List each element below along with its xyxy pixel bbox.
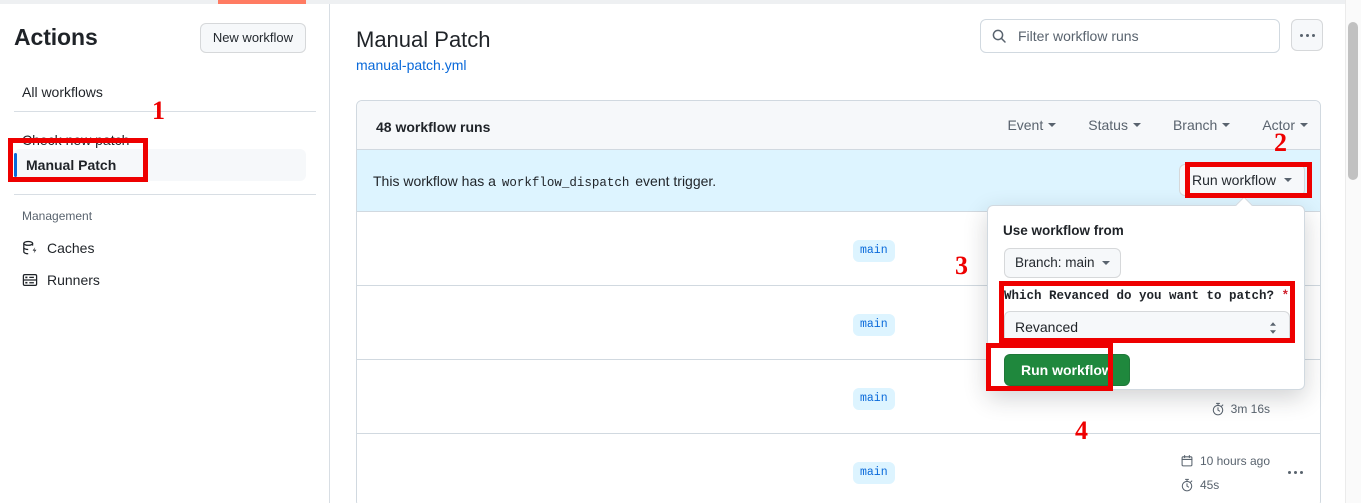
workflow-dispatch-text: This workflow has a workflow_dispatch ev… bbox=[373, 171, 716, 193]
workflow-runs-header: 48 workflow runs Event Status Branch bbox=[357, 101, 1320, 150]
dispatch-text-before: This workflow has a bbox=[373, 173, 496, 189]
page-scrollbar-track[interactable] bbox=[1345, 0, 1361, 503]
chevron-down-icon bbox=[1132, 123, 1141, 127]
sidebar-item-caches[interactable]: Caches bbox=[22, 237, 94, 259]
duration-text: 45s bbox=[1199, 478, 1220, 492]
sidebar-item-label: Runners bbox=[47, 272, 100, 288]
page-heading-actions: Actions bbox=[14, 24, 98, 50]
kebab-horizontal-icon bbox=[1299, 470, 1303, 474]
selected-indicator-bar bbox=[14, 153, 17, 177]
select-arrows-icon bbox=[1270, 322, 1276, 334]
use-workflow-from-label: Use workflow from bbox=[1003, 223, 1124, 238]
chevron-down-icon bbox=[1222, 123, 1231, 127]
chevron-down-icon bbox=[1048, 123, 1057, 127]
filter-label: Event bbox=[1007, 117, 1044, 133]
required-marker: * bbox=[1281, 289, 1290, 303]
workflow-file-link[interactable]: manual-patch.yml bbox=[356, 57, 467, 73]
sidebar-divider-top bbox=[14, 111, 316, 112]
sidebar-item-manual-patch[interactable]: Manual Patch bbox=[14, 149, 306, 181]
chevron-down-icon bbox=[1101, 261, 1110, 265]
calendar-icon bbox=[1181, 454, 1193, 467]
filter-branch[interactable]: Branch bbox=[1172, 115, 1231, 135]
run-workflow-button-label: Run workflow bbox=[1191, 172, 1276, 188]
run-workflow-submit-button[interactable]: Run workflow bbox=[1004, 354, 1130, 386]
workflow-input-label-text: Which Revanced do you want to patch? bbox=[1004, 289, 1275, 303]
branch-selector-button[interactable]: Branch: main bbox=[1004, 248, 1121, 278]
revanced-select[interactable]: Revanced bbox=[1004, 311, 1290, 343]
kebab-horizontal-icon bbox=[1293, 470, 1297, 474]
run-workflow-dropdown-button[interactable]: Run workflow bbox=[1178, 164, 1305, 196]
new-workflow-button[interactable]: New workflow bbox=[199, 23, 306, 53]
branch-badge[interactable]: main bbox=[853, 240, 895, 262]
kebab-horizontal-icon bbox=[1287, 470, 1291, 474]
page-load-progress-fill bbox=[218, 0, 306, 4]
page-title: Manual Patch bbox=[356, 27, 491, 52]
run-duration: 45s bbox=[1180, 476, 1219, 494]
chevron-down-icon bbox=[1284, 178, 1292, 182]
run-metadata: 3m 16s bbox=[1211, 400, 1270, 418]
filter-workflow-runs-box[interactable] bbox=[980, 19, 1280, 53]
stopwatch-icon bbox=[1212, 402, 1223, 416]
stopwatch-icon bbox=[1181, 478, 1193, 492]
workflow-runs-count: 48 workflow runs bbox=[376, 119, 491, 135]
run-duration: 3m 16s bbox=[1211, 400, 1270, 418]
page-scrollbar-thumb[interactable] bbox=[1348, 22, 1358, 180]
page-load-progress-track bbox=[0, 0, 1345, 4]
sidebar-item-all-workflows[interactable]: All workflows bbox=[22, 84, 103, 100]
runners-icon bbox=[22, 272, 38, 288]
filter-status[interactable]: Status bbox=[1088, 115, 1141, 135]
filter-label: Status bbox=[1088, 117, 1128, 133]
branch-badge[interactable]: main bbox=[853, 314, 895, 336]
run-date: 10 hours ago bbox=[1180, 452, 1270, 470]
sidebar-item-label: Manual Patch bbox=[26, 157, 117, 173]
dispatch-text-after: event trigger. bbox=[635, 173, 717, 189]
sidebar-item-label: Caches bbox=[47, 240, 95, 256]
run-metadata: 10 hours ago 45s bbox=[1180, 452, 1270, 494]
filter-label: Branch bbox=[1172, 117, 1218, 133]
sidebar-item-runners[interactable]: Runners bbox=[22, 269, 100, 291]
workflow-input-label: Which Revanced do you want to patch? * bbox=[1004, 287, 1289, 305]
kebab-horizontal-icon bbox=[1305, 33, 1309, 37]
chevron-down-icon bbox=[1300, 123, 1308, 127]
search-input[interactable] bbox=[1016, 25, 1266, 47]
sidebar-section-management: Management bbox=[22, 209, 93, 223]
sidebar-divider-bottom bbox=[14, 194, 316, 195]
branch-badge[interactable]: main bbox=[853, 388, 895, 410]
date-text: 10 hours ago bbox=[1199, 454, 1270, 468]
dispatch-event-code: workflow_dispatch bbox=[501, 176, 630, 190]
filter-actor[interactable]: Actor bbox=[1262, 115, 1308, 135]
branch-selector-label: Branch: main bbox=[1015, 255, 1095, 270]
run-filters: Event Status Branch Actor bbox=[1007, 115, 1308, 135]
filter-label: Actor bbox=[1262, 117, 1295, 133]
kebab-horizontal-icon bbox=[1299, 33, 1303, 37]
run-workflow-dropdown-panel: Use workflow from Branch: main Which Rev… bbox=[987, 196, 1305, 390]
cache-icon bbox=[22, 240, 38, 256]
sidebar-header: Actions New workflow bbox=[14, 22, 316, 56]
search-icon bbox=[991, 28, 1007, 44]
branch-badge[interactable]: main bbox=[853, 462, 895, 484]
duration-text: 3m 16s bbox=[1230, 402, 1270, 416]
table-row[interactable]: main 10 hours ago bbox=[357, 434, 1320, 503]
kebab-horizontal-icon bbox=[1311, 33, 1315, 37]
revanced-select-value: Revanced bbox=[1015, 319, 1079, 335]
actions-sidebar: Actions New workflow All workflows Check… bbox=[0, 4, 330, 503]
row-more-options-button[interactable] bbox=[1282, 464, 1308, 480]
workflow-dispatch-banner: This workflow has a workflow_dispatch ev… bbox=[357, 150, 1320, 212]
filter-event[interactable]: Event bbox=[1007, 115, 1057, 135]
more-options-button[interactable] bbox=[1291, 19, 1323, 51]
